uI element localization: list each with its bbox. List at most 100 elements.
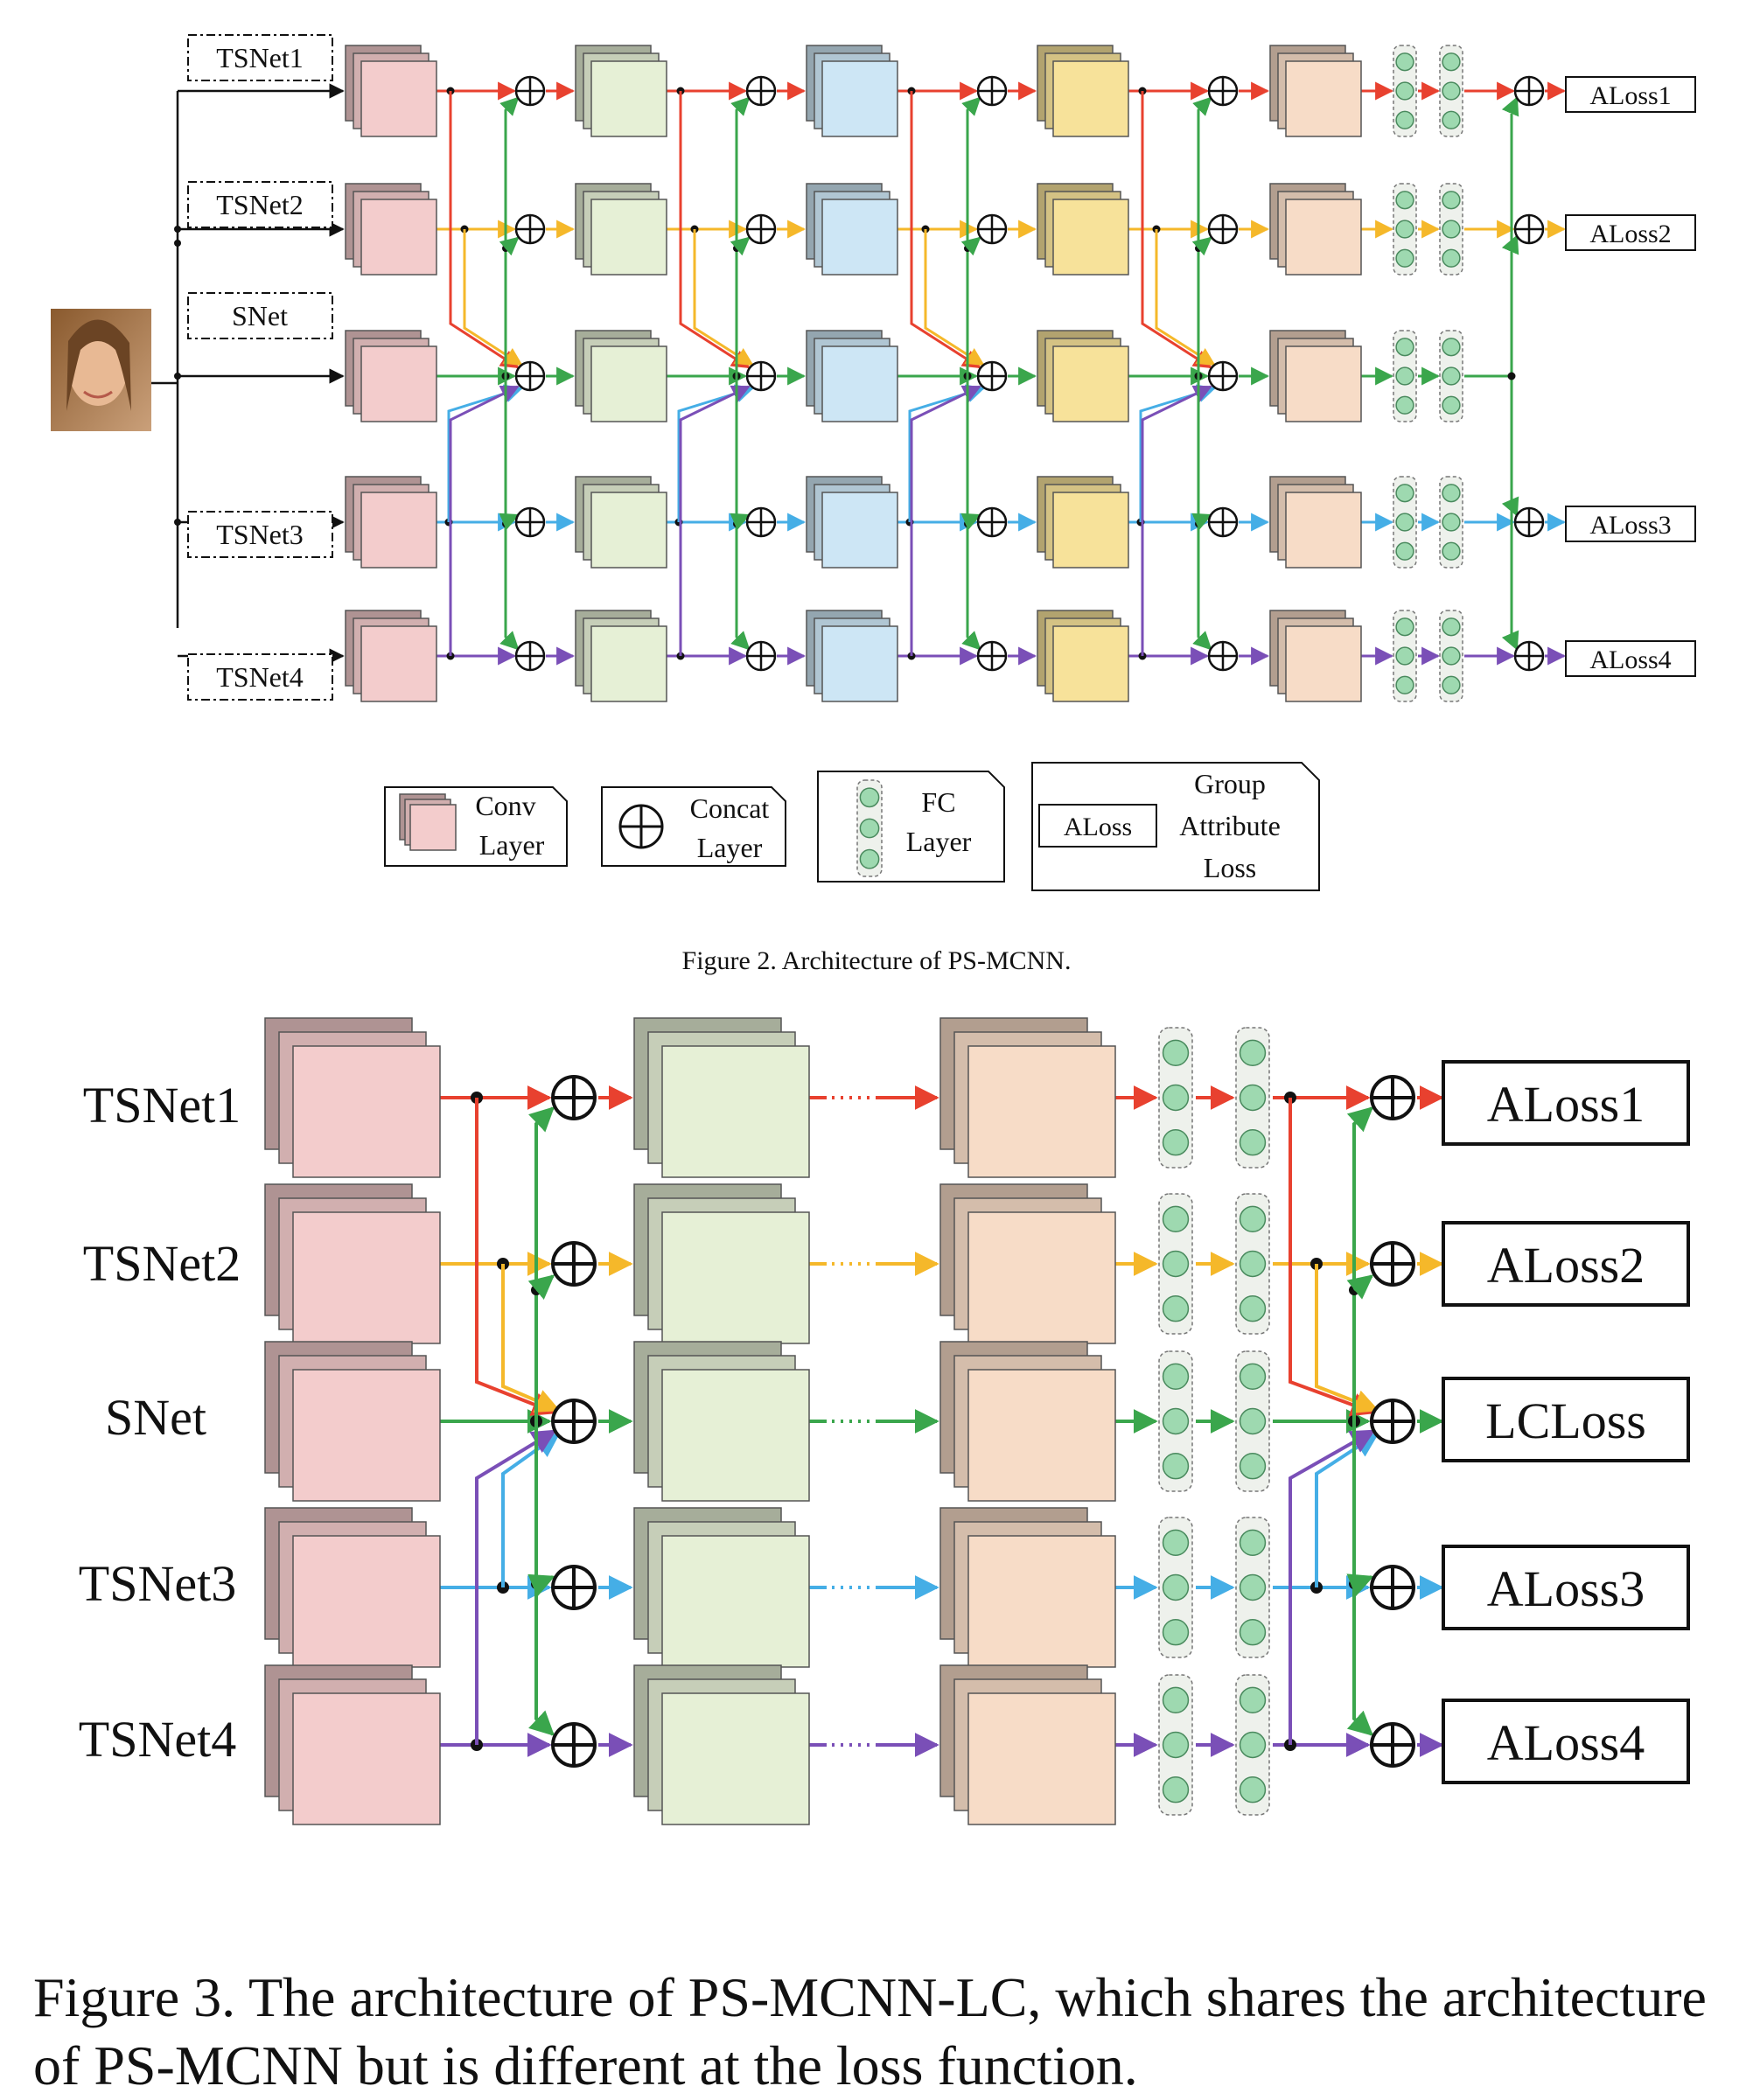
stage2-red-to-shared (679, 91, 751, 369)
stage4-purple-to-shared (1141, 385, 1212, 656)
fig3-loss-box-aloss3: ALoss3 (1442, 1545, 1690, 1630)
branch-label-snet: SNet (187, 292, 333, 339)
svg-text:Concat: Concat (690, 792, 770, 824)
svg-text:ALoss4: ALoss4 (1487, 1714, 1645, 1771)
shared-tap-dot (964, 520, 971, 527)
input-junction-dot (174, 519, 181, 526)
fig3-conv2-tsnet2 (633, 1183, 810, 1344)
stage1-green-down (499, 376, 520, 651)
fig3-fc2-tsnet3 (1235, 1517, 1270, 1658)
fig3-conv3-snet (939, 1341, 1116, 1502)
stage2-green-to-tsnet3 (730, 513, 751, 531)
concat-icon-tsnet2-stage2 (745, 213, 777, 245)
concat-icon-tsnet3-stage1 (514, 506, 546, 538)
concat-icon-tsnet2-stage3 (976, 213, 1008, 245)
conv-layer-tsnet2-stage3 (806, 183, 898, 276)
fig3-final-purple-to-lc (1289, 1429, 1376, 1745)
svg-text:Group: Group (1194, 768, 1266, 799)
loss-box-aloss3: ALoss3 (1565, 506, 1696, 542)
stage4-green-up (1192, 96, 1212, 376)
conv-layer-snet-stage2 (575, 330, 667, 422)
conv-layer-tsnet3-stage5 (1269, 476, 1362, 569)
stage1-yellow-to-shared (463, 229, 523, 366)
fc-layer-tsnet1-1 (1393, 45, 1417, 137)
conv-layer-snet-stage3 (806, 330, 898, 422)
fig3-conv2-tsnet3 (633, 1507, 810, 1668)
fig3-final-yellow-to-lc (1315, 1264, 1379, 1413)
svg-text:ALoss: ALoss (1064, 813, 1132, 841)
fig3-loss-box-aloss2: ALoss2 (1442, 1221, 1690, 1307)
fc-layer-tsnet3-1 (1393, 476, 1417, 569)
svg-text:FC: FC (921, 786, 955, 818)
fc-layer-tsnet4-2 (1439, 610, 1463, 702)
fig3-loss-box-aloss1: ALoss1 (1442, 1060, 1690, 1146)
stage4-green-to-tsnet2 (1191, 236, 1212, 256)
conv-layer-tsnet2-stage2 (575, 183, 667, 276)
fig3-final-concat-icon-tsnet2 (1370, 1241, 1415, 1287)
svg-text:Attribute: Attribute (1179, 810, 1281, 841)
stage1-green-to-tsnet3 (499, 513, 520, 531)
fig3-conv1-tsnet4 (264, 1664, 441, 1825)
fig3-final-concat-icon-snet (1370, 1399, 1415, 1444)
fig3-loss-box-aloss4: ALoss4 (1442, 1699, 1690, 1784)
shared-tap-dot (733, 520, 740, 527)
stage3-green-down (961, 376, 981, 651)
fig3-green-to-tsnet2 (527, 1274, 555, 1300)
stage1-green-up (499, 96, 520, 376)
fig3-fc2-tsnet4 (1235, 1674, 1270, 1816)
conv-layer-tsnet1-stage1 (345, 45, 437, 137)
loss-box-aloss1: ALoss1 (1565, 76, 1696, 113)
fig3-concat-icon-tsnet2 (551, 1241, 597, 1287)
branch-label-tsnet2: TSNet2 (187, 181, 333, 228)
fig3-concat-icon-tsnet3 (551, 1565, 597, 1610)
fig3-final-green-to-tsnet3 (1346, 1573, 1374, 1597)
conv-layer-tsnet4-stage4 (1037, 610, 1129, 702)
svg-text:ALoss2: ALoss2 (1487, 1237, 1645, 1294)
stage3-green-up (961, 96, 981, 376)
fc-layer-tsnet2-2 (1439, 183, 1463, 276)
conv-layer-tsnet4-stage3 (806, 610, 898, 702)
final-green-to-tsnet4 (1501, 630, 1519, 651)
conv-layer-tsnet3-stage1 (345, 476, 437, 569)
branch-label-tsnet3: TSNet3 (187, 511, 333, 558)
fig3-final-green-down (1346, 1421, 1374, 1736)
fig3-fc1-tsnet1 (1158, 1027, 1193, 1169)
conv-layer-tsnet2-stage4 (1037, 183, 1129, 276)
stage4-green-down (1192, 376, 1212, 651)
shared-tap-dot (502, 520, 509, 527)
fig3-fc2-snet (1235, 1350, 1270, 1492)
stage1-green-to-tsnet2 (499, 236, 520, 256)
fc-layer-tsnet1-2 (1439, 45, 1463, 137)
concat-icon-tsnet1-stage3 (976, 75, 1008, 107)
fig3-green-down (528, 1421, 555, 1736)
fig3-layers (264, 1017, 1415, 1825)
fig3-conv3-tsnet2 (939, 1183, 1116, 1344)
stage2-yellow-to-shared (693, 229, 754, 366)
conv-layer-snet-stage1 (345, 330, 437, 422)
fc-layer-icon (856, 779, 883, 877)
final-green-to-tsnet1 (1501, 96, 1519, 117)
fig3-green-up (528, 1106, 555, 1421)
svg-text:TSNet3: TSNet3 (216, 519, 304, 550)
conv-layer-icon (399, 793, 457, 851)
final-concat-icon-tsnet4 (1513, 640, 1545, 672)
final-concat-icon-tsnet3 (1513, 506, 1545, 538)
conv-layer-tsnet3-stage2 (575, 476, 667, 569)
fc-layer-tsnet4-1 (1393, 610, 1417, 702)
fig3-fc1-tsnet4 (1158, 1674, 1193, 1816)
concat-icon-snet-stage2 (745, 360, 777, 392)
stage4-blue-to-shared (1139, 384, 1217, 522)
concat-icon-tsnet4-stage3 (976, 640, 1008, 672)
concat-icon-snet-stage3 (976, 360, 1008, 392)
stage3-red-to-shared (910, 91, 981, 369)
fig3-yellow-to-shared (501, 1264, 561, 1413)
conv-layer-tsnet1-stage4 (1037, 45, 1129, 137)
figure-3-ps-mcnn-lc: TSNet1 TSNet2 SNet TSNet3 TSNet4 ALoss1 … (79, 1017, 1690, 1825)
fc-layer-snet-2 (1439, 330, 1463, 422)
svg-text:ALoss3: ALoss3 (1589, 511, 1671, 540)
fig3-fc2-tsnet1 (1235, 1027, 1270, 1169)
fig3-conv1-snet (264, 1341, 441, 1502)
stage2-blue-to-shared (677, 384, 755, 522)
final-green-dot (1507, 372, 1516, 380)
